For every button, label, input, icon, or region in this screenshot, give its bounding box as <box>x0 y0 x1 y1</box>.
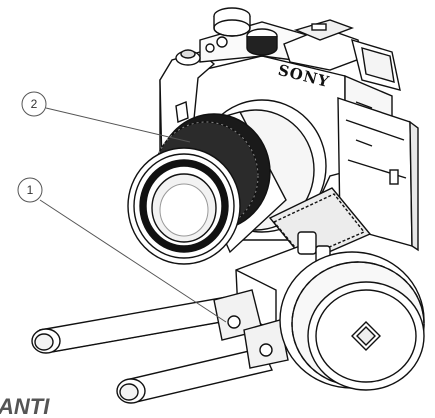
lens <box>127 99 327 265</box>
mode-dial <box>213 7 251 37</box>
callout-1: 1 <box>17 177 227 323</box>
control-dial <box>246 28 278 56</box>
caption-text: ANTI <box>0 394 50 418</box>
callout-1-leader <box>39 199 227 323</box>
rod-upper <box>31 295 246 354</box>
callout-1-number: 1 <box>27 183 34 197</box>
follow-focus-unit <box>213 187 425 391</box>
callout-1-circle <box>17 177 43 203</box>
shutter-button <box>175 49 201 66</box>
rod-lower <box>116 347 273 404</box>
callout-2: 2 <box>21 91 191 143</box>
callout-2-leader <box>45 107 191 143</box>
callout-2-circle <box>21 91 47 117</box>
callout-2-number: 2 <box>31 97 38 111</box>
support-rods <box>31 295 273 404</box>
